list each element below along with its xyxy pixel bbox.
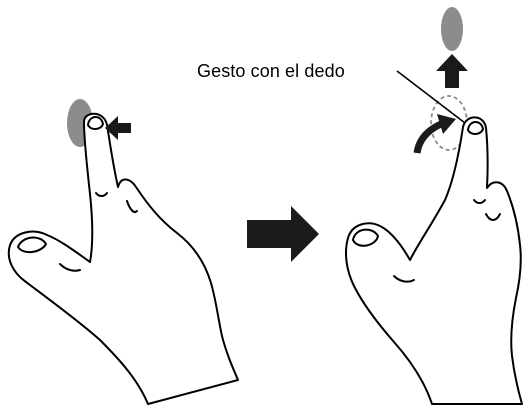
- right-hand-illustration: [345, 116, 523, 405]
- callout-leader-line: [396, 70, 466, 124]
- arrow-up-icon: [436, 54, 468, 88]
- curved-arrow-icon: [413, 114, 456, 154]
- gesture-callout-label: Gesto con el dedo: [197, 61, 345, 81]
- right-panel: [345, 7, 523, 405]
- lifted-touch-oval: [441, 7, 463, 51]
- arrow-left-icon: [105, 116, 131, 140]
- left-hand-illustration: [7, 112, 239, 405]
- left-panel: [7, 99, 239, 405]
- arrow-right-icon: [247, 206, 319, 262]
